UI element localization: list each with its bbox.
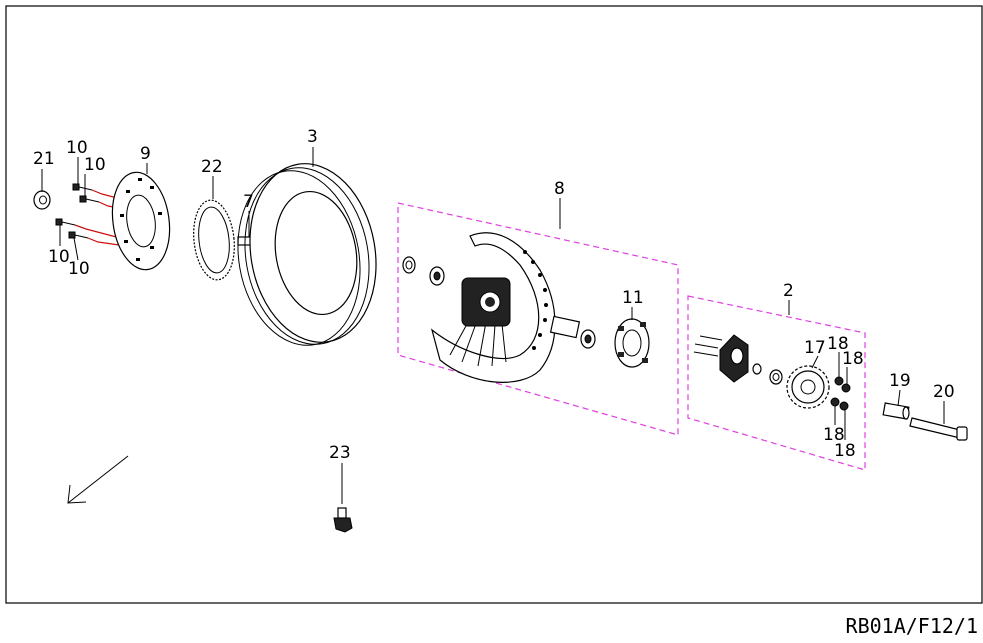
callout-10-bottom-right: 10 <box>68 259 90 279</box>
part-17-sprocket <box>786 365 830 409</box>
callout-18-top-left: 18 <box>827 334 849 354</box>
part-8-wheel-rim <box>430 232 556 383</box>
callout-10-top-right: 10 <box>84 155 106 175</box>
callout-10-bottom-left: 10 <box>48 247 70 267</box>
callout-21: 21 <box>33 149 55 169</box>
callout-3: 3 <box>307 127 318 147</box>
callout-18-bottom-right: 18 <box>834 441 856 461</box>
hub-spacer-and-bearing-right <box>549 315 596 349</box>
callout-20: 20 <box>933 382 955 402</box>
part-22-tone-ring <box>193 199 235 281</box>
part-18-nuts <box>830 376 851 411</box>
callout-17: 17 <box>804 338 826 358</box>
bolt-4 <box>68 231 89 239</box>
wheel-assembly-group-outline <box>397 202 679 436</box>
callout-2: 2 <box>783 281 794 301</box>
part-3-tire <box>237 163 377 346</box>
callout-18-top-right: 18 <box>842 349 864 369</box>
part-20-axle <box>909 417 968 441</box>
callout-11: 11 <box>622 288 644 308</box>
part-19-collar <box>882 402 910 420</box>
carrier-studs <box>693 335 723 357</box>
callout-18-bottom-left: 18 <box>823 425 845 445</box>
front-direction-arrow-icon <box>67 455 129 504</box>
bolt-3 <box>55 218 76 226</box>
callout-10-top-left: 10 <box>66 138 88 158</box>
seal-and-bearing-left <box>402 256 445 286</box>
callout-8: 8 <box>554 179 565 199</box>
callout-9: 9 <box>140 144 151 164</box>
part-10-bolts <box>55 183 100 239</box>
bolt-1 <box>72 183 93 191</box>
callout-22: 22 <box>201 157 223 177</box>
part-9-brake-disc <box>111 171 171 271</box>
callout-23: 23 <box>329 443 351 463</box>
sprocket-assembly-group-outline <box>687 295 866 471</box>
part-21-nut <box>33 190 51 210</box>
callout-19: 19 <box>889 371 911 391</box>
part-11-hub-cover <box>614 318 650 368</box>
part-23-tire-valve <box>333 507 353 533</box>
part-2-sprocket-carrier <box>693 334 783 385</box>
drawing-code: RB01A/F12/1 <box>846 614 978 638</box>
bolt-2 <box>79 195 100 203</box>
drawing-frame <box>5 5 983 604</box>
wheel-hub <box>461 277 511 327</box>
callout-7: 7 <box>243 192 254 212</box>
callout-leader-lines <box>41 147 945 504</box>
